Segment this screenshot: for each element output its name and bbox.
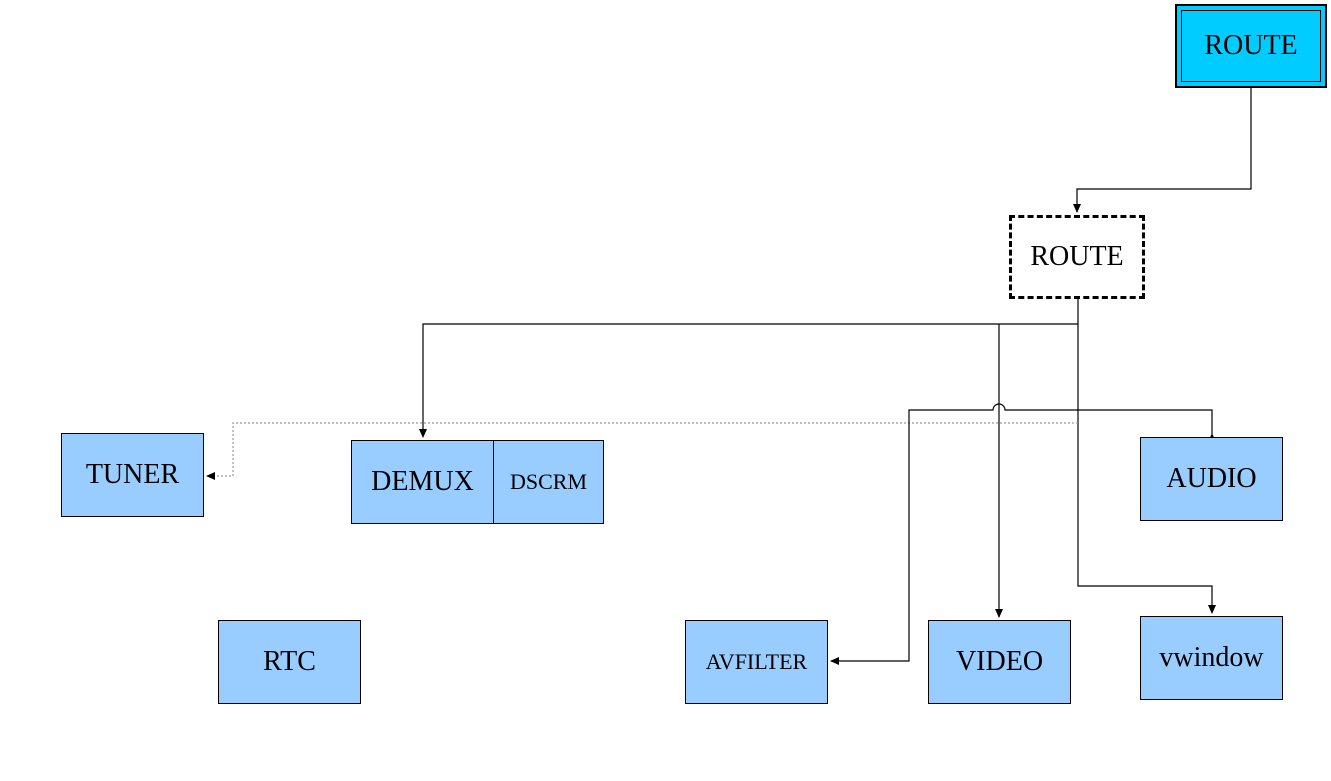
demux-node: DEMUX — [351, 440, 494, 524]
dscrm-label: DSCRM — [509, 469, 588, 494]
tuner-label: TUNER — [85, 459, 180, 490]
vwindow-label: vwindow — [1159, 642, 1264, 673]
route-top-label: ROUTE — [1204, 30, 1298, 61]
edge-route-to-route — [1073, 88, 1252, 213]
tuner-node: TUNER — [61, 433, 204, 517]
dscrm-node: DSCRM — [493, 440, 604, 524]
edge-route-to-tuner — [206, 422, 1078, 480]
avfilter-label: AVFILTER — [705, 649, 808, 674]
video-node: VIDEO — [928, 620, 1071, 704]
avfilter-node: AVFILTER — [685, 620, 828, 704]
rtc-label: RTC — [263, 646, 316, 677]
rtc-node: RTC — [218, 620, 361, 704]
route-dashed-node: ROUTE — [1009, 215, 1145, 299]
video-label: VIDEO — [955, 646, 1044, 677]
edge-avfilter-to-audio — [830, 403, 1216, 665]
route-dashed-label: ROUTE — [1030, 241, 1124, 272]
audio-node: AUDIO — [1140, 437, 1283, 521]
vwindow-node: vwindow — [1140, 616, 1283, 700]
audio-label: AUDIO — [1166, 463, 1257, 494]
demux-label: DEMUX — [371, 466, 474, 497]
route-top-node: ROUTE — [1175, 4, 1327, 88]
edge-route-to-demux — [419, 323, 1078, 438]
